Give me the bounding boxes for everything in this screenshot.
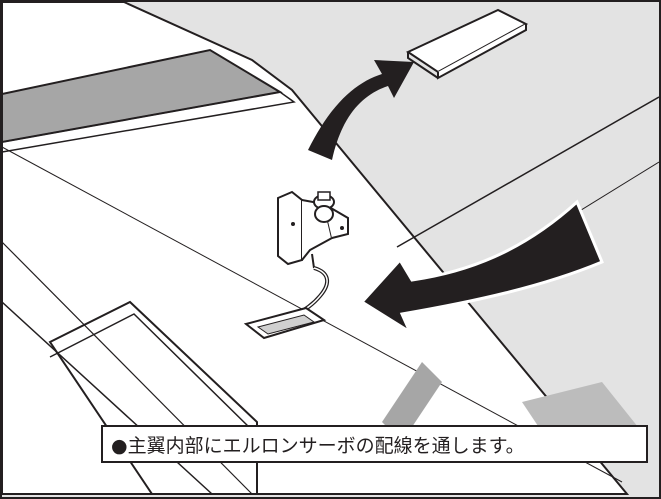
servo-cover-icon xyxy=(405,8,529,80)
instruction-text: ●主翼内部にエルロンサーボの配線を通します。 xyxy=(111,434,525,457)
aileron-servo-icon xyxy=(277,190,349,269)
right-panel-edge xyxy=(396,96,659,248)
curved-arrow-icon xyxy=(308,60,414,160)
instruction-caption: ●主翼内部にエルロンサーボの配線を通します。 xyxy=(101,425,648,463)
lower-wing-gray-band-left xyxy=(382,362,442,442)
wing-hatch-inner-line xyxy=(49,313,253,431)
wire-direction-arrow xyxy=(359,199,604,336)
stripe-edge-line xyxy=(2,91,296,153)
wiring-slot-hole xyxy=(256,314,316,335)
